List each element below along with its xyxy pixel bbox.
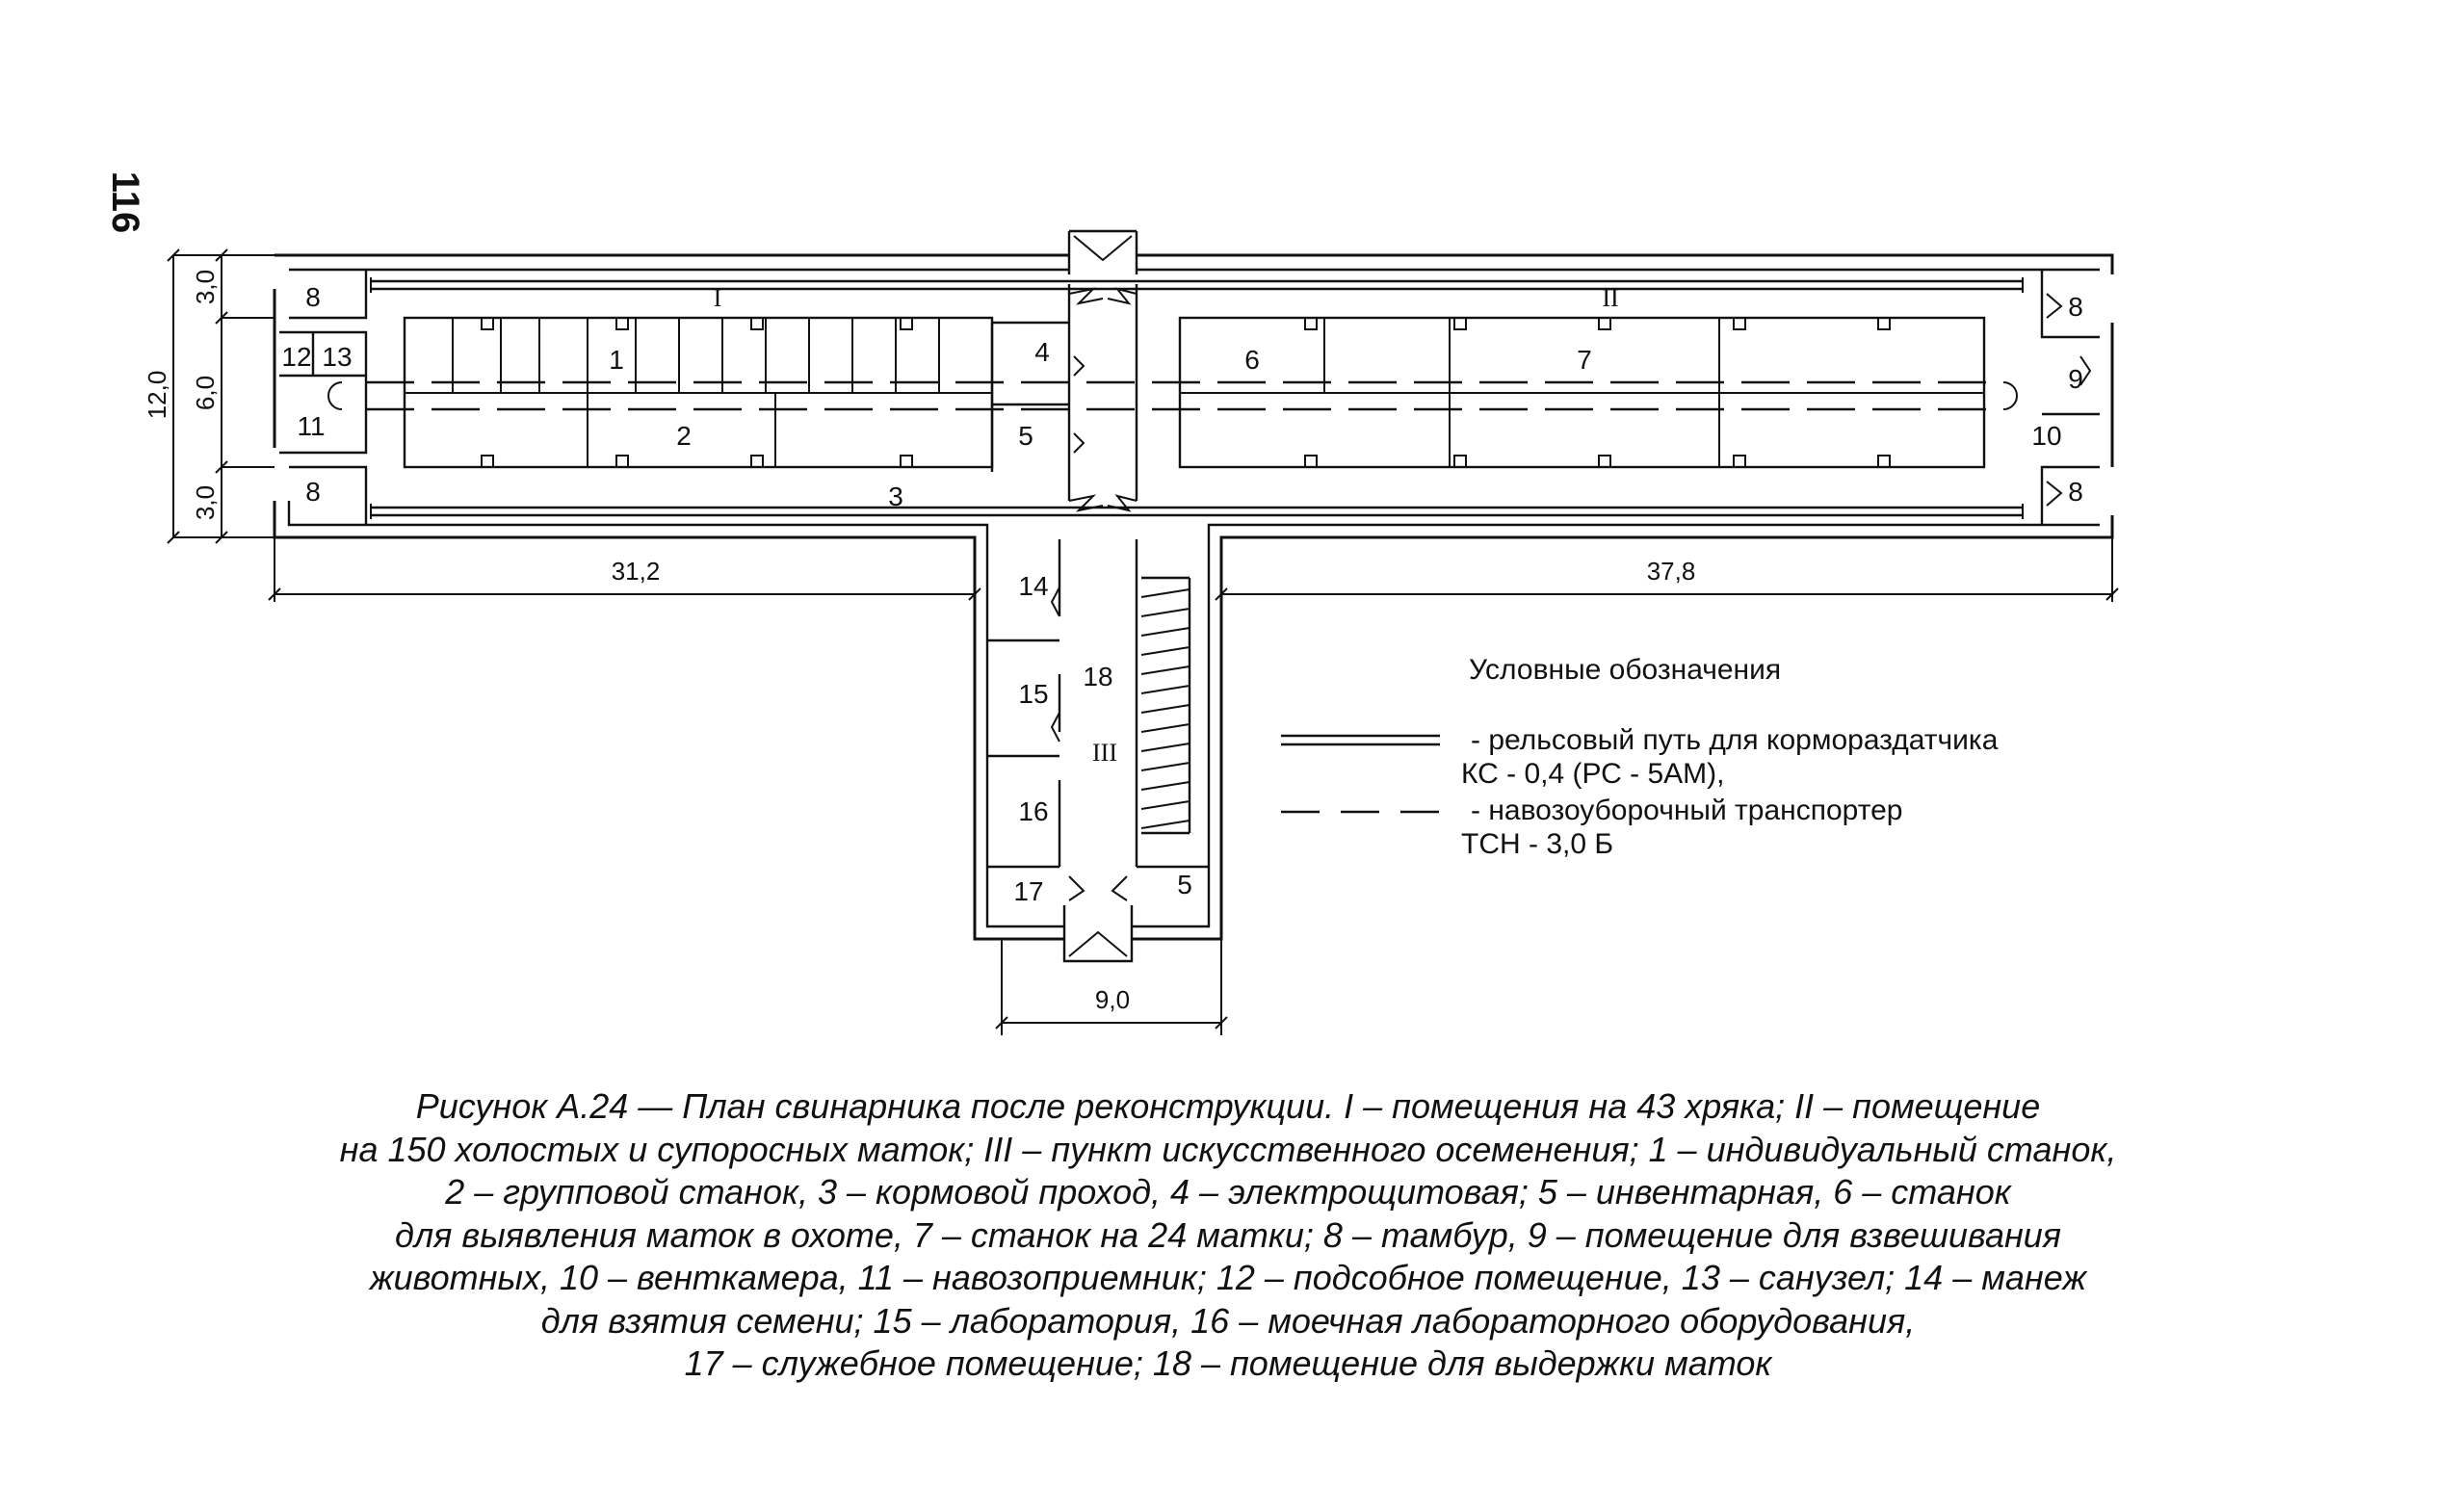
room-label: 10 — [2031, 421, 2061, 451]
dim-top: 3,0 — [191, 270, 220, 304]
manure-conveyors — [327, 380, 2018, 411]
caption-line: для выявления маток в охоте, 7 – станок … — [394, 1214, 2062, 1255]
room-label: 8 — [2068, 292, 2083, 322]
section-label: II — [1602, 284, 1618, 312]
caption-line: на 150 холостых и супоросных маток; III … — [339, 1129, 2117, 1169]
caption-line: для взятия семени; 15 – лаборатория, 16 … — [540, 1300, 1916, 1341]
room-label: 18 — [1083, 662, 1112, 691]
legend-title: Условные обозначения — [1469, 654, 1781, 686]
room-label: 3 — [888, 482, 903, 511]
dimension-labels: 3,0 6,0 3,0 12,0 31,2 37,8 9,0 — [143, 270, 1695, 1014]
figure-caption: Рисунок А.24 — План свинарника после рек… — [144, 1085, 2312, 1386]
room-label: 8 — [2068, 477, 2083, 507]
room-label: 16 — [1018, 796, 1048, 826]
room-label: 9 — [2068, 364, 2083, 394]
caption-line: животных, 10 – венткамера, 11 – навозопр… — [369, 1258, 2087, 1297]
legend-manure-line1: - навозоуборочный транспортер — [1471, 795, 1902, 826]
room-label: 5 — [1177, 870, 1192, 899]
room-label: 6 — [1244, 345, 1260, 375]
room-18-pens — [1140, 576, 1191, 835]
pens-right — [1178, 316, 1986, 469]
room-label: 8 — [305, 282, 321, 312]
legend-rail-line1: - рельсовый путь для кормораздатчика — [1471, 724, 1999, 756]
room-label: 11 — [297, 411, 325, 441]
room-label: 1 — [609, 345, 624, 375]
dim-total-height: 12,0 — [143, 371, 171, 420]
outer-walls — [273, 229, 2114, 963]
legend-rail-line2: КС - 0,4 (РС - 5АМ), — [1461, 758, 1725, 790]
dim-right-width: 37,8 — [1647, 557, 1696, 586]
room-label: 13 — [322, 342, 352, 372]
room-label: 4 — [1034, 337, 1050, 367]
dim-bottom: 3,0 — [191, 485, 220, 520]
feed-rails — [370, 277, 2024, 519]
caption-line: Рисунок А.24 — План свинарника после рек… — [415, 1086, 2041, 1126]
page-number: 116 — [104, 171, 146, 234]
section-label: I — [714, 284, 722, 312]
room-label: 7 — [1577, 345, 1592, 375]
section-label: III — [1092, 739, 1117, 767]
room-label: 15 — [1018, 679, 1048, 709]
legend: Условные обозначения - рельсовый путь дл… — [1281, 654, 1999, 860]
caption-line: 17 – служебное помещение; 18 – помещение… — [684, 1343, 1772, 1383]
room-labels: 1 2 3 4 5 6 7 8 8 8 8 9 10 11 12 13 14 1… — [281, 282, 2082, 906]
pens-left — [403, 316, 994, 469]
caption-line: 2 – групповой станок, 3 – кормовой прохо… — [445, 1172, 2011, 1212]
room-label: 12 — [281, 342, 311, 372]
room-label: 14 — [1018, 571, 1048, 601]
legend-manure-line2: ТСН - 3,0 Б — [1461, 828, 1613, 860]
door-symbols — [1050, 287, 2092, 901]
room-label: 17 — [1013, 876, 1043, 906]
dim-mid: 6,0 — [191, 376, 220, 410]
dimension-lines — [167, 248, 2119, 1035]
dim-left-width: 31,2 — [612, 557, 661, 586]
room-label: 8 — [305, 477, 321, 507]
dim-wing-width: 9,0 — [1095, 985, 1130, 1014]
legend-rail-symbol — [1281, 734, 1440, 746]
room-label: 5 — [1018, 421, 1033, 451]
room-label: 2 — [676, 421, 692, 451]
